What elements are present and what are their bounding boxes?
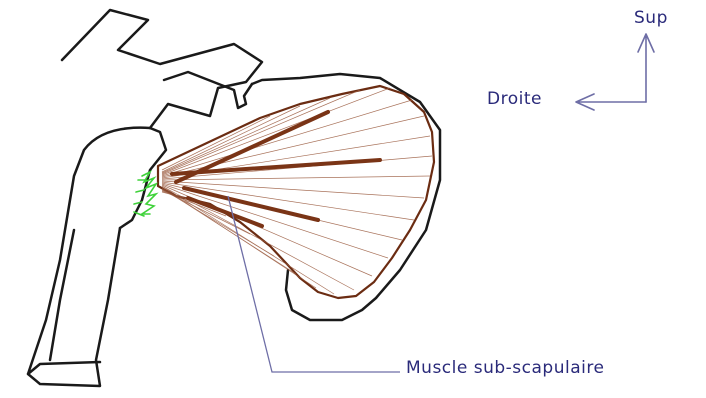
clavicle-acromion-outline [62, 10, 262, 128]
label-sup: Sup [634, 8, 668, 28]
humerus-shaft-outline [28, 128, 150, 386]
humerus [28, 128, 166, 386]
label-muscle: Muscle sub-scapulaire [406, 358, 604, 378]
coracoid-outline [164, 72, 252, 108]
orientation-arrows [576, 34, 654, 110]
subscapularis-muscle [158, 86, 434, 298]
sup-arrow [638, 34, 654, 102]
humerus-end-outline [28, 362, 100, 374]
droite-arrow [576, 94, 646, 110]
label-droite: Droite [487, 89, 542, 109]
